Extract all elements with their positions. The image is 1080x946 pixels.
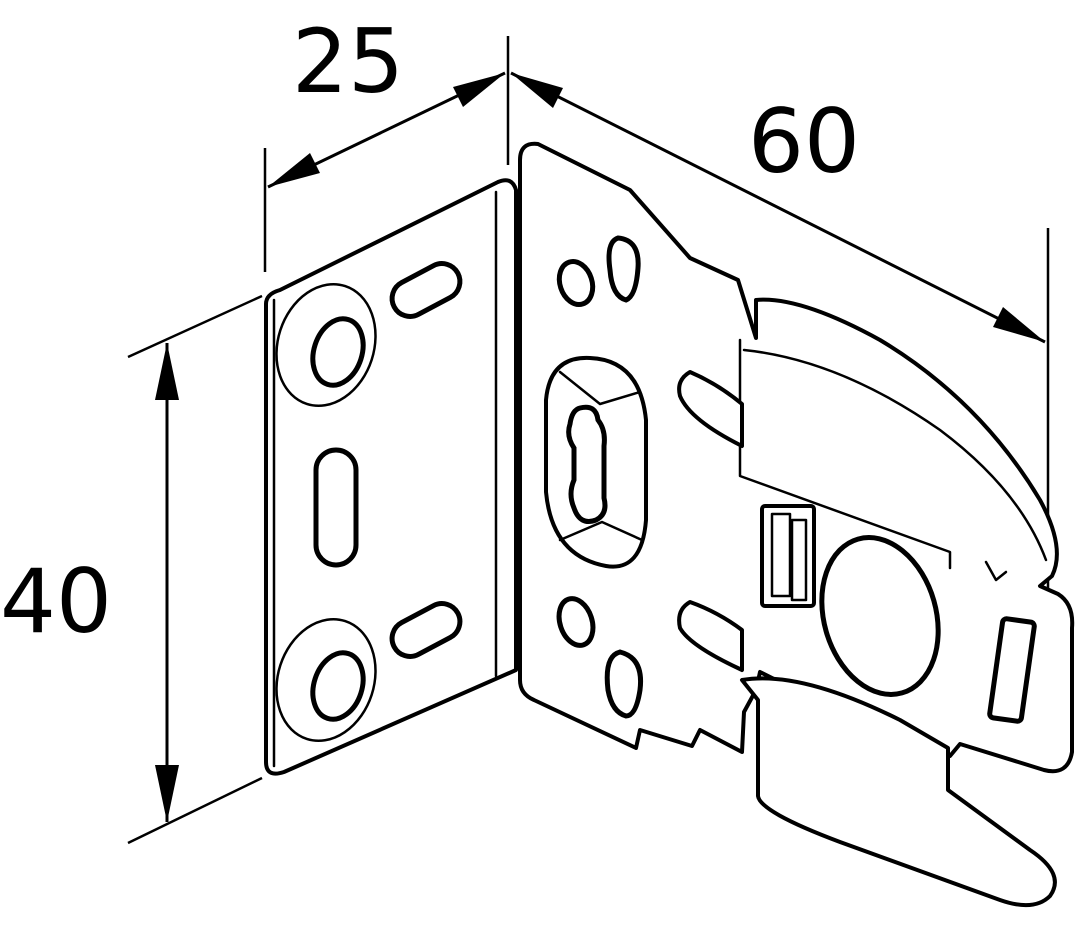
lower-countersink-ring bbox=[275, 617, 377, 743]
upper-countersunk-hole bbox=[275, 282, 377, 408]
lower-screw-hole bbox=[310, 650, 366, 722]
lower-side-tab bbox=[677, 600, 744, 672]
front-upper-keyhole bbox=[606, 235, 641, 303]
clip-slot bbox=[760, 504, 816, 608]
clip-slot-inner-2 bbox=[790, 518, 808, 602]
length-arrow-right bbox=[993, 307, 1045, 342]
dimension-length: 60 bbox=[510, 71, 1050, 590]
upper-tongue-edge bbox=[742, 348, 1048, 562]
end-rectangular-slot bbox=[987, 616, 1037, 724]
lower-countersunk-hole bbox=[275, 617, 377, 743]
height-arrow-top bbox=[155, 343, 179, 400]
upper-side-tab bbox=[677, 370, 744, 448]
central-boss bbox=[544, 355, 648, 569]
clip-slot-outer bbox=[760, 504, 816, 608]
central-keyhole-slot bbox=[566, 404, 608, 524]
upper-slot bbox=[389, 261, 463, 319]
tongue-round-hole bbox=[819, 535, 941, 697]
front-lower-keyhole bbox=[604, 649, 644, 719]
height-extension-top bbox=[127, 294, 263, 359]
front-lower-left-hole bbox=[556, 596, 596, 648]
length-label: 60 bbox=[748, 90, 860, 193]
depth-label: 25 bbox=[292, 10, 404, 113]
vertical-slot bbox=[313, 447, 359, 568]
depth-arrow-left bbox=[268, 153, 320, 187]
upper-screw-hole bbox=[310, 316, 366, 388]
central-boss-facet-bottom bbox=[558, 520, 644, 542]
upper-countersink-ring bbox=[275, 282, 377, 408]
bracket bbox=[264, 141, 1075, 908]
height-label: 40 bbox=[0, 550, 112, 653]
lower-tongue bbox=[740, 676, 1057, 908]
height-arrow-bottom bbox=[155, 765, 179, 822]
dimension-height: 40 bbox=[0, 294, 263, 845]
height-extension-bottom bbox=[127, 776, 263, 845]
central-boss-facet-top bbox=[558, 370, 642, 406]
tongue-notch bbox=[984, 560, 1008, 582]
dimension-depth: 25 bbox=[263, 10, 510, 272]
front-upper-left-hole bbox=[556, 259, 596, 307]
depth-arrow-right bbox=[453, 73, 505, 107]
left-mounting-plate bbox=[264, 178, 518, 776]
length-dimension-line bbox=[510, 71, 1046, 344]
lower-slot bbox=[389, 601, 463, 659]
length-arrow-left bbox=[511, 73, 563, 108]
clip-slot-inner bbox=[770, 512, 792, 598]
